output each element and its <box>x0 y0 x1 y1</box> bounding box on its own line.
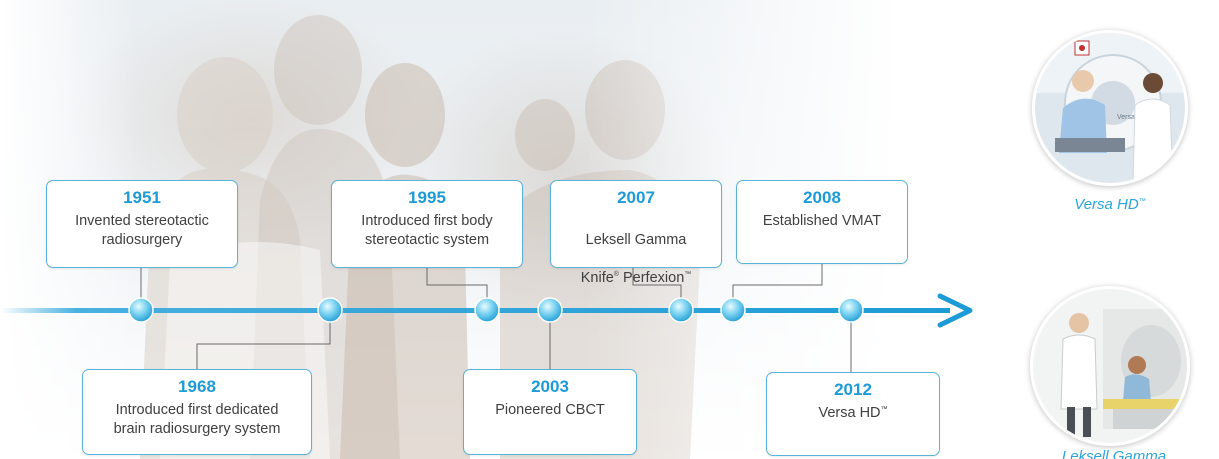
event-year: 2008 <box>803 188 841 207</box>
event-description: Introduced first dedicated brain radiosu… <box>113 402 281 437</box>
event-description: Invented stereotactic radiosurgery <box>75 213 209 248</box>
versa-hd-caption: Versa HD™ <box>1040 196 1180 213</box>
event-box-1968: 1968 Introduced first dedicated brain ra… <box>82 369 312 455</box>
trademark-mark: ™ <box>684 271 692 279</box>
event-year: 1968 <box>178 377 216 396</box>
event-year: 1951 <box>123 188 161 207</box>
machine-label: Versa HD <box>1117 114 1147 121</box>
leksell-gamma-illustration <box>1033 289 1187 443</box>
event-box-2007: 2007 Leksell Gamma Knife® Perfexion™ <box>550 180 722 286</box>
event-year: 2012 <box>834 380 872 399</box>
versa-hd-photo: Versa HD <box>1032 30 1188 186</box>
event-description: Leksell Gamma Knife® Perfexion™ <box>551 212 721 288</box>
versa-hd-illustration: Versa HD <box>1035 33 1185 183</box>
event-description: Introduced first body stereotactic syste… <box>361 213 493 248</box>
event-year: 1995 <box>408 188 446 207</box>
event-description-line2a: Knife <box>580 270 614 286</box>
event-description-line2b: Perfexion <box>618 270 685 286</box>
trademark-mark: ™ <box>880 406 888 414</box>
event-description-line1: Leksell Gamma <box>585 232 687 248</box>
event-box-1951: 1951 Invented stereotactic radiosurgery <box>46 180 238 268</box>
event-description-text: Versa HD <box>818 405 881 421</box>
event-year: 2003 <box>531 377 569 396</box>
leksell-gamma-photo <box>1030 286 1190 446</box>
caption-text: Leksell Gamma <box>1061 448 1167 459</box>
event-box-2003: 2003 Pioneered CBCT <box>463 369 637 455</box>
leksell-gamma-caption: Leksell Gamma <box>1034 447 1194 459</box>
timeline-arrowhead <box>937 293 973 328</box>
event-box-1995: 1995 Introduced first body stereotactic … <box>331 180 523 268</box>
event-description: Pioneered CBCT <box>495 402 605 418</box>
event-description: Established VMAT <box>762 213 882 229</box>
caption-text: Versa HD <box>1074 196 1139 213</box>
event-box-2012: 2012 Versa HD™ <box>766 372 940 456</box>
event-description: Versa HD™ <box>767 404 939 423</box>
trademark-mark: ™ <box>1138 198 1146 205</box>
event-year: 2007 <box>617 188 655 207</box>
event-box-2008: 2008 Established VMAT <box>736 180 908 264</box>
registered-mark: ® <box>613 271 619 279</box>
